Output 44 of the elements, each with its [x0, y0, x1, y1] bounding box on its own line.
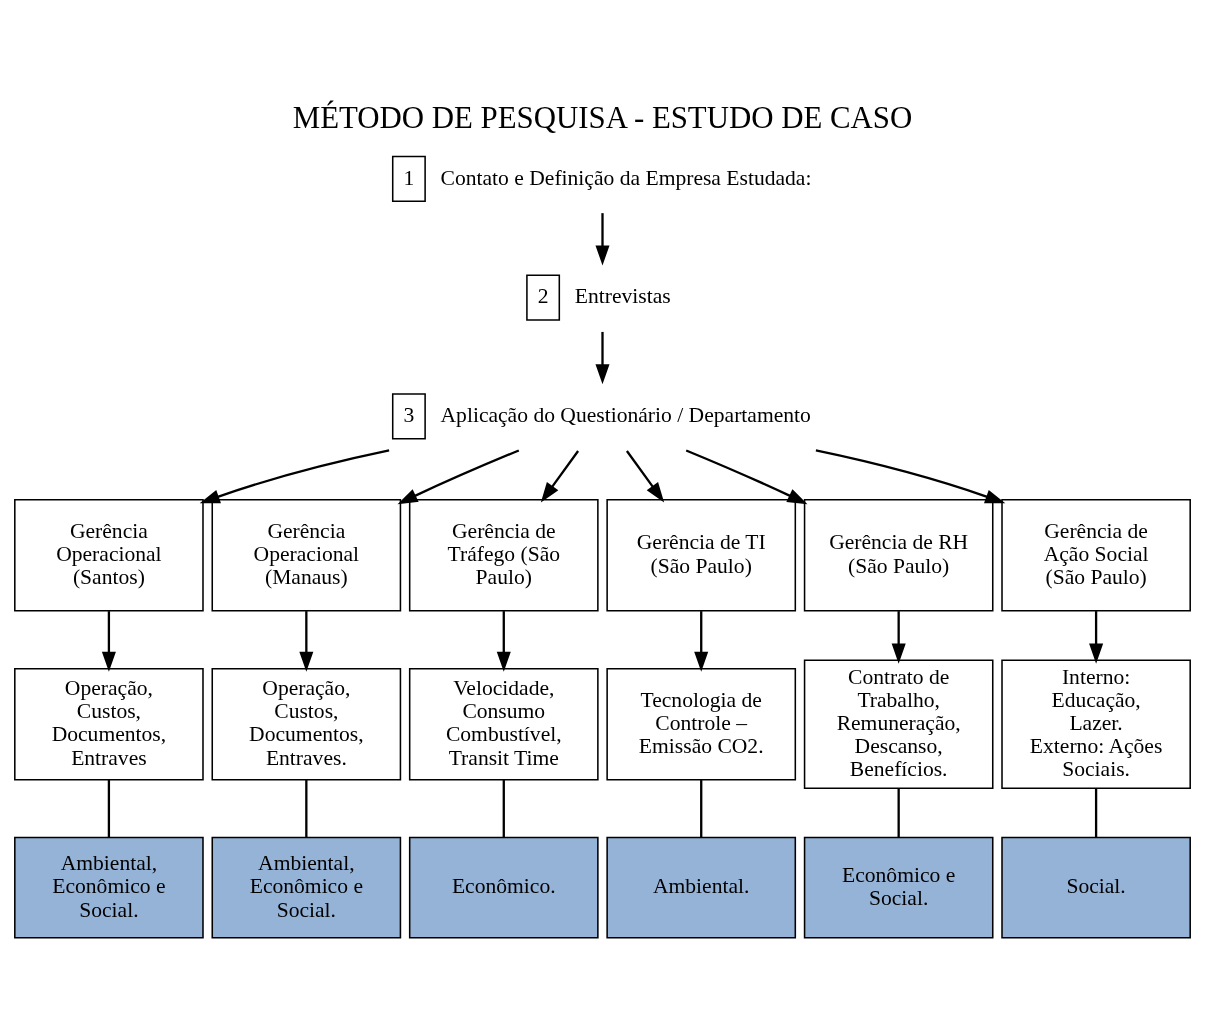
arrow	[891, 610, 906, 664]
node-box: Contrato de Trabalho, Remuneração, Descanso, Benefícios.	[803, 658, 994, 789]
node-box: Ambiental, Econômico e Social.	[14, 836, 204, 939]
arrow	[815, 448, 1006, 503]
node-box: Tecnologia de Controle – Emissão CO2.	[606, 667, 797, 780]
node-box: Gerência Operacional (Santos)	[14, 498, 204, 612]
arrow	[397, 448, 520, 504]
connector	[700, 779, 703, 837]
node-box: Gerência de Tráfego (São Paulo)	[408, 498, 599, 612]
node-box: 2	[526, 274, 561, 321]
node-box: Interno: Educação, Lazer. Externo: Ações Sociais.	[1001, 658, 1191, 789]
arrow	[595, 212, 610, 265]
arrow	[540, 449, 580, 502]
arrow	[595, 331, 610, 384]
arrow	[101, 610, 116, 672]
node-box: Operação, Custos, Documentos, Entraves.	[211, 667, 402, 780]
arrow	[1089, 610, 1104, 664]
diagram-title: MÉTODO DE PESQUISA - ESTUDO DE CASO	[292, 100, 913, 135]
arrow	[625, 449, 665, 502]
node-box: Econômico e Social.	[803, 836, 994, 939]
node-box: Operação, Custos, Documentos, Entraves	[14, 667, 204, 780]
node-box: Econômico.	[408, 836, 599, 939]
node-label: Aplicação do Questionário / Departamento	[440, 402, 811, 427]
arrow	[694, 610, 709, 672]
arrow	[299, 610, 314, 672]
connector	[1094, 787, 1098, 837]
node-label: Entrevistas	[574, 283, 671, 308]
arrow	[685, 448, 808, 504]
node-box: Ambiental.	[606, 836, 797, 939]
node-label: Contato e Definição da Empresa Estudada:	[440, 165, 812, 190]
node-box: 1	[391, 155, 426, 202]
node-box: Gerência de Ação Social (São Paulo)	[1001, 498, 1191, 612]
node-box: Gerência de TI (São Paulo)	[606, 498, 797, 612]
node-box: Gerência de RH (São Paulo)	[803, 498, 994, 612]
connector	[107, 779, 111, 837]
arrow	[496, 610, 511, 672]
connector	[502, 779, 505, 837]
connector	[305, 779, 308, 837]
node-box: Velocidade, Consumo Combustível, Transit Time	[408, 667, 599, 780]
node-box: Social.	[1001, 836, 1191, 939]
node-box: Gerência Operacional (Manaus)	[211, 498, 402, 612]
node-box: 3	[391, 392, 426, 440]
connector	[897, 787, 900, 837]
node-box: Ambiental, Econômico e Social.	[211, 836, 402, 939]
